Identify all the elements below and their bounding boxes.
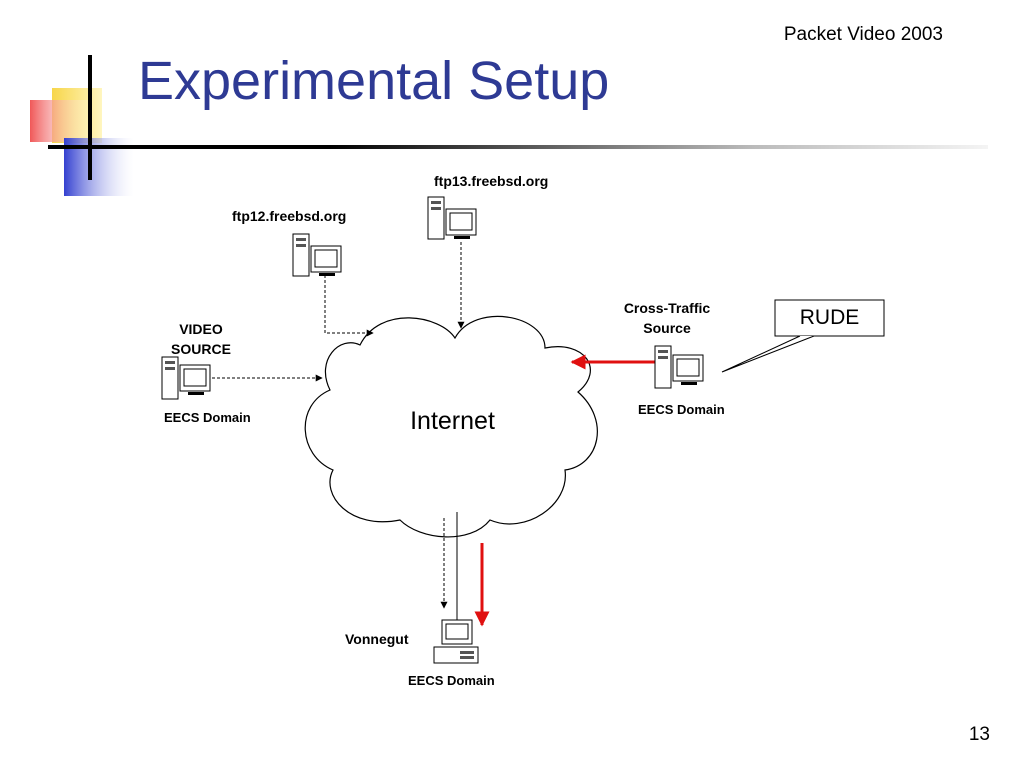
cross-traffic-label-line2: Source xyxy=(643,320,691,336)
video-source-label-line2: SOURCE xyxy=(171,341,231,357)
vonnegut-domain: EECS Domain xyxy=(408,673,495,688)
cross-traffic-label-line1: Cross-Traffic xyxy=(623,300,711,316)
ftp12-flow-arrow xyxy=(324,275,374,337)
logo-red-square xyxy=(30,100,88,142)
corner-logo xyxy=(30,55,134,196)
vonnegut-label: Vonnegut xyxy=(345,631,409,647)
header-note: Packet Video 2003 xyxy=(783,24,943,45)
logo-vertical-bar xyxy=(88,55,92,180)
cross-traffic-domain: EECS Domain xyxy=(638,402,725,417)
vonnegut-desktop-icon xyxy=(433,619,479,664)
internet-label: Internet xyxy=(410,407,495,435)
ftp13-label: ftp13.freebsd.org xyxy=(434,173,549,189)
title-underline xyxy=(48,145,988,149)
video-source-domain: EECS Domain xyxy=(164,410,251,425)
cross-traffic-computer-icon xyxy=(654,345,704,389)
page-number: 13 xyxy=(968,724,990,745)
video-source-computer-icon xyxy=(161,356,211,400)
ftp12-server-icon xyxy=(292,233,342,277)
internet-cloud xyxy=(304,315,598,538)
ftp12-label: ftp12.freebsd.org xyxy=(232,208,347,224)
rude-callout-pointer xyxy=(721,335,815,373)
ftp13-server-icon xyxy=(427,196,477,240)
rude-callout-label: RUDE xyxy=(799,306,860,329)
slide-title: Experimental Setup xyxy=(138,51,610,111)
rude-callout-box xyxy=(774,299,885,337)
video-source-label-line1: VIDEO xyxy=(179,321,223,337)
